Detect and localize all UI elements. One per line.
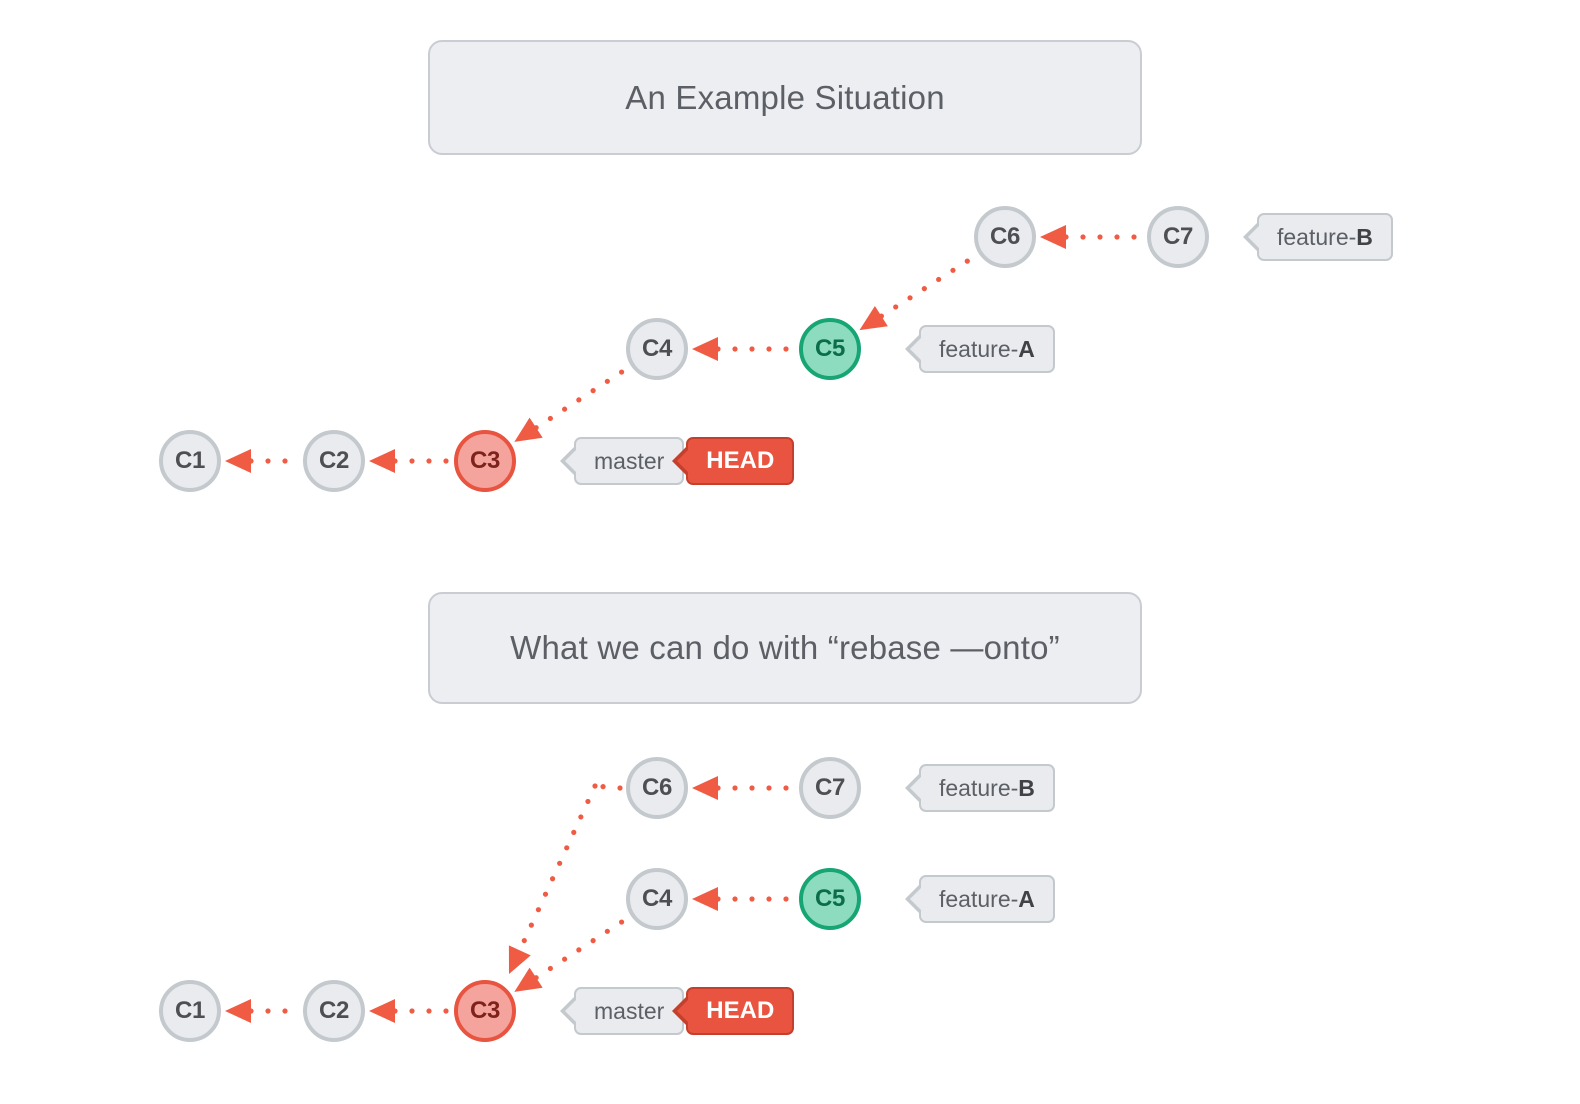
commit-node-c4-bottom[interactable]: C4 bbox=[626, 868, 688, 930]
commit-label: C1 bbox=[174, 447, 206, 474]
commit-node-c1-top[interactable]: C1 bbox=[159, 430, 221, 492]
head-label: HEAD bbox=[706, 997, 775, 1024]
commit-node-c7-top[interactable]: C7 bbox=[1147, 206, 1209, 268]
commit-label: C1 bbox=[174, 997, 206, 1024]
branch-name: feature-A bbox=[939, 335, 1035, 362]
title-text: An Example Situation bbox=[625, 78, 945, 116]
ref-feature-a-bottom[interactable]: feature-A bbox=[905, 875, 1055, 923]
commit-node-c5-bottom[interactable]: C5 bbox=[799, 868, 861, 930]
title-text: What we can do with “rebase —onto” bbox=[510, 629, 1060, 666]
commit-label: C7 bbox=[1162, 223, 1194, 250]
branch-name: feature-B bbox=[939, 774, 1035, 801]
commit-label: C3 bbox=[469, 447, 501, 474]
branch-chip-master[interactable]: master bbox=[560, 987, 685, 1035]
head-chip[interactable]: HEAD bbox=[672, 987, 795, 1035]
commit-node-c5-top[interactable]: C5 bbox=[799, 318, 861, 380]
commit-label: C6 bbox=[989, 223, 1021, 250]
commit-label: C4 bbox=[641, 885, 673, 912]
branch-chip-master[interactable]: master bbox=[560, 437, 685, 485]
branch-chip-feature-b[interactable]: feature-B bbox=[905, 764, 1055, 812]
branch-chip-feature-a[interactable]: feature-A bbox=[905, 875, 1055, 923]
notch-inner-icon bbox=[910, 886, 923, 912]
title-example-situation: An Example Situation bbox=[428, 40, 1142, 155]
commit-node-c2-top[interactable]: C2 bbox=[303, 430, 365, 492]
commit-node-c3-bottom[interactable]: C3 bbox=[454, 980, 516, 1042]
ref-feature-b-bottom[interactable]: feature-B bbox=[905, 764, 1055, 812]
commit-node-c1-bottom[interactable]: C1 bbox=[159, 980, 221, 1042]
commit-node-c3-top[interactable]: C3 bbox=[454, 430, 516, 492]
notch-inner-icon bbox=[910, 775, 923, 801]
commit-label: C6 bbox=[641, 774, 673, 801]
commit-node-c6-bottom[interactable]: C6 bbox=[626, 757, 688, 819]
branch-chip-feature-b[interactable]: feature-B bbox=[1243, 213, 1393, 261]
notch-inner-icon bbox=[1248, 224, 1261, 250]
head-label: HEAD bbox=[706, 447, 775, 474]
commit-label: C7 bbox=[814, 774, 846, 801]
branch-chip-feature-a[interactable]: feature-A bbox=[905, 325, 1055, 373]
notch-inner-icon bbox=[910, 336, 923, 362]
title-rebase-onto: What we can do with “rebase —onto” bbox=[428, 592, 1142, 704]
notch-inner-icon bbox=[565, 448, 578, 474]
commit-node-c7-bottom[interactable]: C7 bbox=[799, 757, 861, 819]
notch-inner-icon bbox=[565, 998, 578, 1024]
commit-node-c4-top[interactable]: C4 bbox=[626, 318, 688, 380]
commit-node-c6-top[interactable]: C6 bbox=[974, 206, 1036, 268]
commit-node-c2-bottom[interactable]: C2 bbox=[303, 980, 365, 1042]
commit-label: C4 bbox=[641, 335, 673, 362]
branch-name: master bbox=[594, 997, 665, 1024]
head-chip[interactable]: HEAD bbox=[672, 437, 795, 485]
ref-feature-b-top[interactable]: feature-B bbox=[1243, 213, 1393, 261]
notch-inner-icon bbox=[677, 998, 691, 1024]
commit-label: C5 bbox=[814, 885, 846, 912]
commit-label: C5 bbox=[814, 335, 846, 362]
commit-label: C3 bbox=[469, 997, 501, 1024]
branch-name: master bbox=[594, 447, 665, 474]
commit-label: C2 bbox=[318, 447, 350, 474]
notch-inner-icon bbox=[677, 448, 691, 474]
branch-name: feature-A bbox=[939, 885, 1035, 912]
ref-feature-a-top[interactable]: feature-A bbox=[905, 325, 1055, 373]
ref-master-head-top[interactable]: master HEAD bbox=[560, 437, 795, 485]
ref-master-head-bottom[interactable]: master HEAD bbox=[560, 987, 795, 1035]
branch-name: feature-B bbox=[1277, 223, 1373, 250]
commit-label: C2 bbox=[318, 997, 350, 1024]
